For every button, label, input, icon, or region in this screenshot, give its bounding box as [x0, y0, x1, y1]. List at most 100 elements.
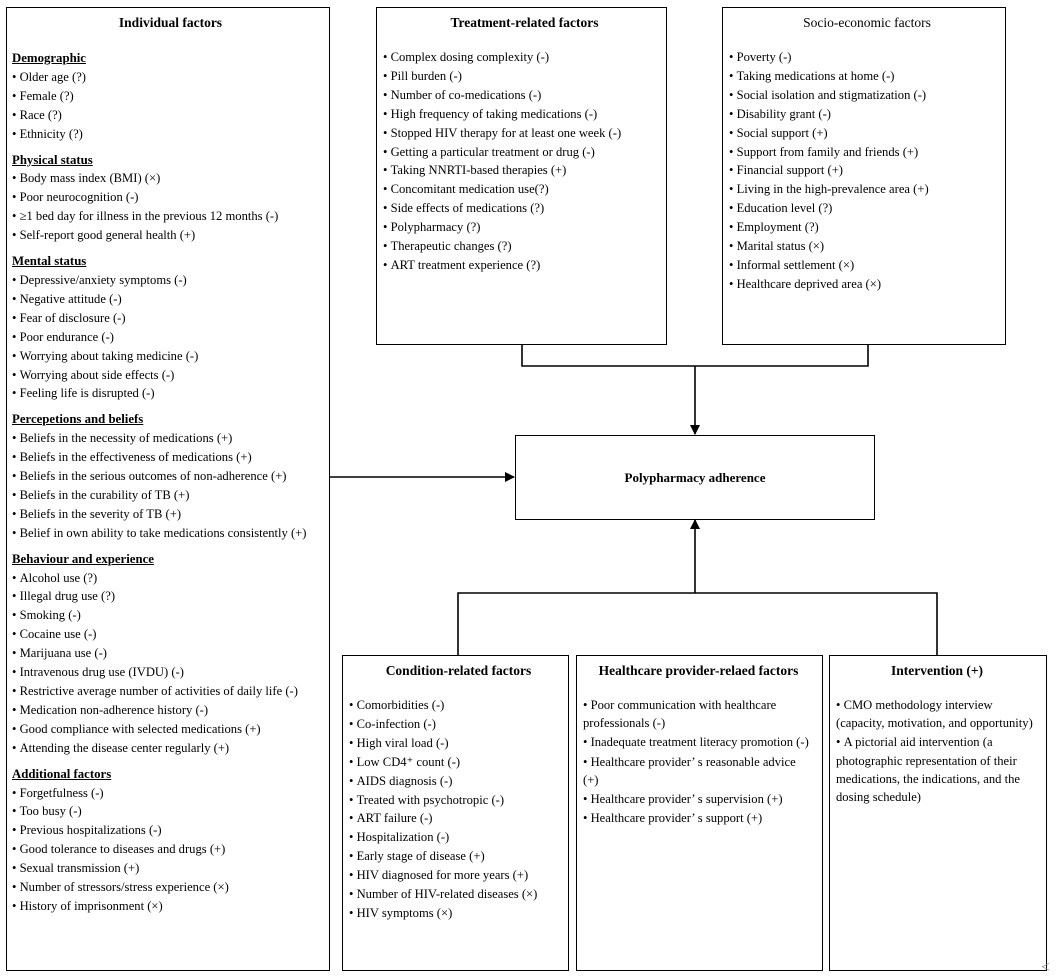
- provider-factors-list: Poor communication with healthcare profe…: [583, 696, 814, 827]
- factor-item: Early stage of disease (+): [349, 847, 568, 866]
- factor-item: Smoking (-): [12, 606, 329, 625]
- factor-item: Sexual transmission (+): [12, 859, 329, 878]
- factor-item: Restrictive average number of activities…: [12, 682, 329, 701]
- provider-factors-title: Healthcare provider-relaed factors: [598, 663, 799, 678]
- factor-item: Worrying about side effects (-): [12, 366, 329, 385]
- factor-item: Therapeutic changes (?): [383, 237, 666, 256]
- factor-item: Beliefs in the necessity of medications …: [12, 429, 329, 448]
- individual-section: Physical statusBody mass index (BMI) (×)…: [12, 151, 329, 246]
- individual-factors-title: Individual factors: [118, 15, 223, 30]
- individual-factors-box: Individual factors DemographicOlder age …: [6, 7, 330, 971]
- condition-factors-box: Condition-related factors Comorbidities …: [342, 655, 569, 971]
- factor-item: Too busy (-): [12, 802, 329, 821]
- factor-item: Race (?): [12, 106, 329, 125]
- individual-section: DemographicOlder age (?)Female (?)Race (…: [12, 49, 329, 144]
- factor-item: Beliefs in the curability of TB (+): [12, 486, 329, 505]
- factor-item: Informal settlement (×): [729, 256, 1005, 275]
- factor-item: Treated with psychotropic (-): [349, 791, 568, 810]
- factor-item: Poor communication with healthcare profe…: [583, 696, 814, 732]
- factor-item: Healthcare deprived area (×): [729, 275, 1005, 294]
- factor-item: ≥1 bed day for illness in the previous 1…: [12, 207, 329, 226]
- factor-item: Inadequate treatment literacy promotion …: [583, 733, 814, 751]
- factor-item: Taking NNRTI-based therapies (+): [383, 161, 666, 180]
- factor-item: Intravenous drug use (IVDU) (-): [12, 663, 329, 682]
- section-heading: Demographic: [12, 51, 86, 65]
- factor-item: Taking medications at home (-): [729, 67, 1005, 86]
- factor-item: Ethnicity (?): [12, 125, 329, 144]
- treatment-factors-title: Treatment-related factors: [450, 15, 599, 30]
- intervention-box: Intervention (+) CMO methodology intervi…: [829, 655, 1047, 971]
- corner-glyph: <: [1041, 959, 1051, 976]
- factor-item: Illegal drug use (?): [12, 587, 329, 606]
- factor-item: Forgetfulness (-): [12, 784, 329, 803]
- factor-item: Cocaine use (-): [12, 625, 329, 644]
- factor-item: Older age (?): [12, 68, 329, 87]
- factor-item: HIV diagnosed for more years (+): [349, 866, 568, 885]
- individual-sections: DemographicOlder age (?)Female (?)Race (…: [12, 49, 329, 916]
- factor-item: A pictorial aid intervention (a photogra…: [836, 733, 1038, 806]
- factor-item: Low CD4⁺ count (-): [349, 753, 568, 772]
- factor-item: CMO methodology interview (capacity, mot…: [836, 696, 1038, 732]
- factor-item: Worrying about taking medicine (-): [12, 347, 329, 366]
- factor-item: Body mass index (BMI) (×): [12, 169, 329, 188]
- socio-economic-factors-list: Poverty (-)Taking medications at home (-…: [729, 48, 1005, 294]
- factor-item: Attending the disease center regularly (…: [12, 739, 329, 758]
- factor-item: Good compliance with selected medication…: [12, 720, 329, 739]
- factor-item: Good tolerance to diseases and drugs (+): [12, 840, 329, 859]
- condition-factors-title: Condition-related factors: [385, 663, 532, 678]
- factor-item: Complex dosing complexity (-): [383, 48, 666, 67]
- polypharmacy-adherence-box: Polypharmacy adherence: [515, 435, 875, 520]
- factor-item: Healthcare provider’ s reasonable advice…: [583, 753, 814, 789]
- factor-item: Social support (+): [729, 124, 1005, 143]
- condition-factors-list: Comorbidities (-)Co-infection (-)High vi…: [349, 696, 568, 923]
- factor-item: Number of co-medications (-): [383, 86, 666, 105]
- factor-item: Medication non-adherence history (-): [12, 701, 329, 720]
- factor-item: ART failure (-): [349, 809, 568, 828]
- factor-item: Stopped HIV therapy for at least one wee…: [383, 124, 666, 143]
- factor-item: Negative attitude (-): [12, 290, 329, 309]
- factor-item: Previous hospitalizations (-): [12, 821, 329, 840]
- individual-section: Behaviour and experienceAlcohol use (?)I…: [12, 550, 329, 758]
- factor-item: Feeling life is disrupted (-): [12, 384, 329, 403]
- factor-item: Female (?): [12, 87, 329, 106]
- factor-item: Alcohol use (?): [12, 569, 329, 588]
- factor-item: Education level (?): [729, 199, 1005, 218]
- section-heading: Percepetions and beliefs: [12, 412, 144, 427]
- factor-item: Concomitant medication use(?): [383, 180, 666, 199]
- factor-item: Social isolation and stigmatization (-): [729, 86, 1005, 105]
- factor-item: ART treatment experience (?): [383, 256, 666, 275]
- factor-item: High frequency of taking medications (-): [383, 105, 666, 124]
- factor-item: High viral load (-): [349, 734, 568, 753]
- section-heading: Additional factors: [12, 766, 112, 781]
- section-list: Forgetfulness (-)Too busy (-)Previous ho…: [12, 784, 329, 916]
- bracket-bottom: [457, 592, 938, 655]
- factor-item: Fear of disclosure (-): [12, 309, 329, 328]
- factor-item: Healthcare provider’ s supervision (+): [583, 790, 814, 808]
- factor-item: Number of stressors/stress experience (×…: [12, 878, 329, 897]
- bracket-top: [521, 345, 869, 367]
- socio-economic-factors-title: Socio-economic factors: [803, 15, 931, 30]
- section-list: Older age (?)Female (?)Race (?)Ethnicity…: [12, 68, 329, 144]
- factor-item: HIV symptoms (×): [349, 904, 568, 923]
- factor-item: Disability grant (-): [729, 105, 1005, 124]
- individual-section: Percepetions and beliefsBeliefs in the n…: [12, 410, 329, 542]
- factor-item: Co-infection (-): [349, 715, 568, 734]
- factor-item: Beliefs in the serious outcomes of non-a…: [12, 467, 329, 486]
- section-list: Body mass index (BMI) (×)Poor neurocogni…: [12, 169, 329, 245]
- factor-item: Beliefs in the effectiveness of medicati…: [12, 448, 329, 467]
- factor-item: Financial support (+): [729, 161, 1005, 180]
- section-list: Alcohol use (?)Illegal drug use (?)Smoki…: [12, 569, 329, 758]
- section-heading: Behaviour and experience: [12, 551, 154, 566]
- factor-item: Belief in own ability to take medication…: [12, 524, 329, 543]
- factor-item: Poor endurance (-): [12, 328, 329, 347]
- factor-item: Employment (?): [729, 218, 1005, 237]
- factor-item: Beliefs in the severity of TB (+): [12, 505, 329, 524]
- factor-item: Living in the high-prevalence area (+): [729, 180, 1005, 199]
- section-list: Depressive/anxiety symptoms (-)Negative …: [12, 271, 329, 403]
- treatment-factors-box: Treatment-related factors Complex dosing…: [376, 7, 667, 345]
- factor-item: Healthcare provider’ s support (+): [583, 809, 814, 827]
- intervention-list: CMO methodology interview (capacity, mot…: [836, 696, 1038, 806]
- factor-item: Hospitalization (-): [349, 828, 568, 847]
- individual-section: Mental statusDepressive/anxiety symptoms…: [12, 252, 329, 403]
- section-heading: Mental status: [12, 254, 87, 269]
